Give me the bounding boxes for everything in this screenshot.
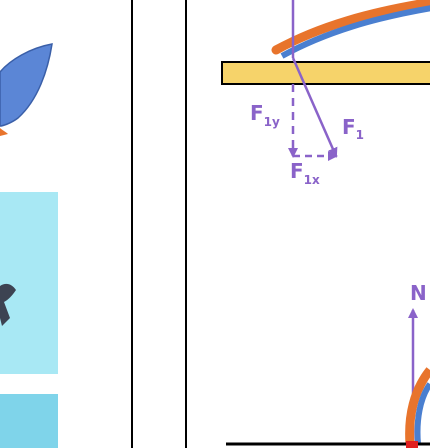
f1-label-sub: 1: [356, 128, 364, 142]
f1-force-arrow: [291, 57, 338, 158]
cyan-panel-upper: [0, 192, 58, 374]
cyan-panel-lower: [0, 394, 58, 448]
lower-force-diagram: N: [226, 281, 430, 448]
left-illustration-panel: [0, 43, 58, 448]
curved-object-orange: [405, 367, 430, 445]
f1x-label-sub: 1x: [304, 173, 320, 187]
yellow-platform: [221, 61, 430, 85]
f1-label: F1: [342, 115, 364, 142]
n-label: N: [410, 281, 427, 305]
f1y-label-sub: 1y: [264, 115, 280, 129]
beam-orange: [271, 0, 430, 55]
f1x-label: F1x: [290, 159, 320, 187]
f1x-label-main: F: [290, 159, 304, 183]
beam-blue: [280, 5, 430, 59]
curved-object-blue: [414, 382, 430, 445]
f1-label-main: F: [342, 115, 356, 139]
upper-force-diagram: F1y F1 F1x: [221, 0, 430, 187]
leaf-orange-tip: [0, 128, 8, 136]
blue-leaf-shape: [0, 43, 53, 127]
contact-point-marker: [406, 441, 418, 448]
f1y-label: F1y: [250, 101, 280, 129]
dark-object-in-panel: [0, 283, 16, 326]
f1y-label-main: F: [250, 101, 264, 125]
